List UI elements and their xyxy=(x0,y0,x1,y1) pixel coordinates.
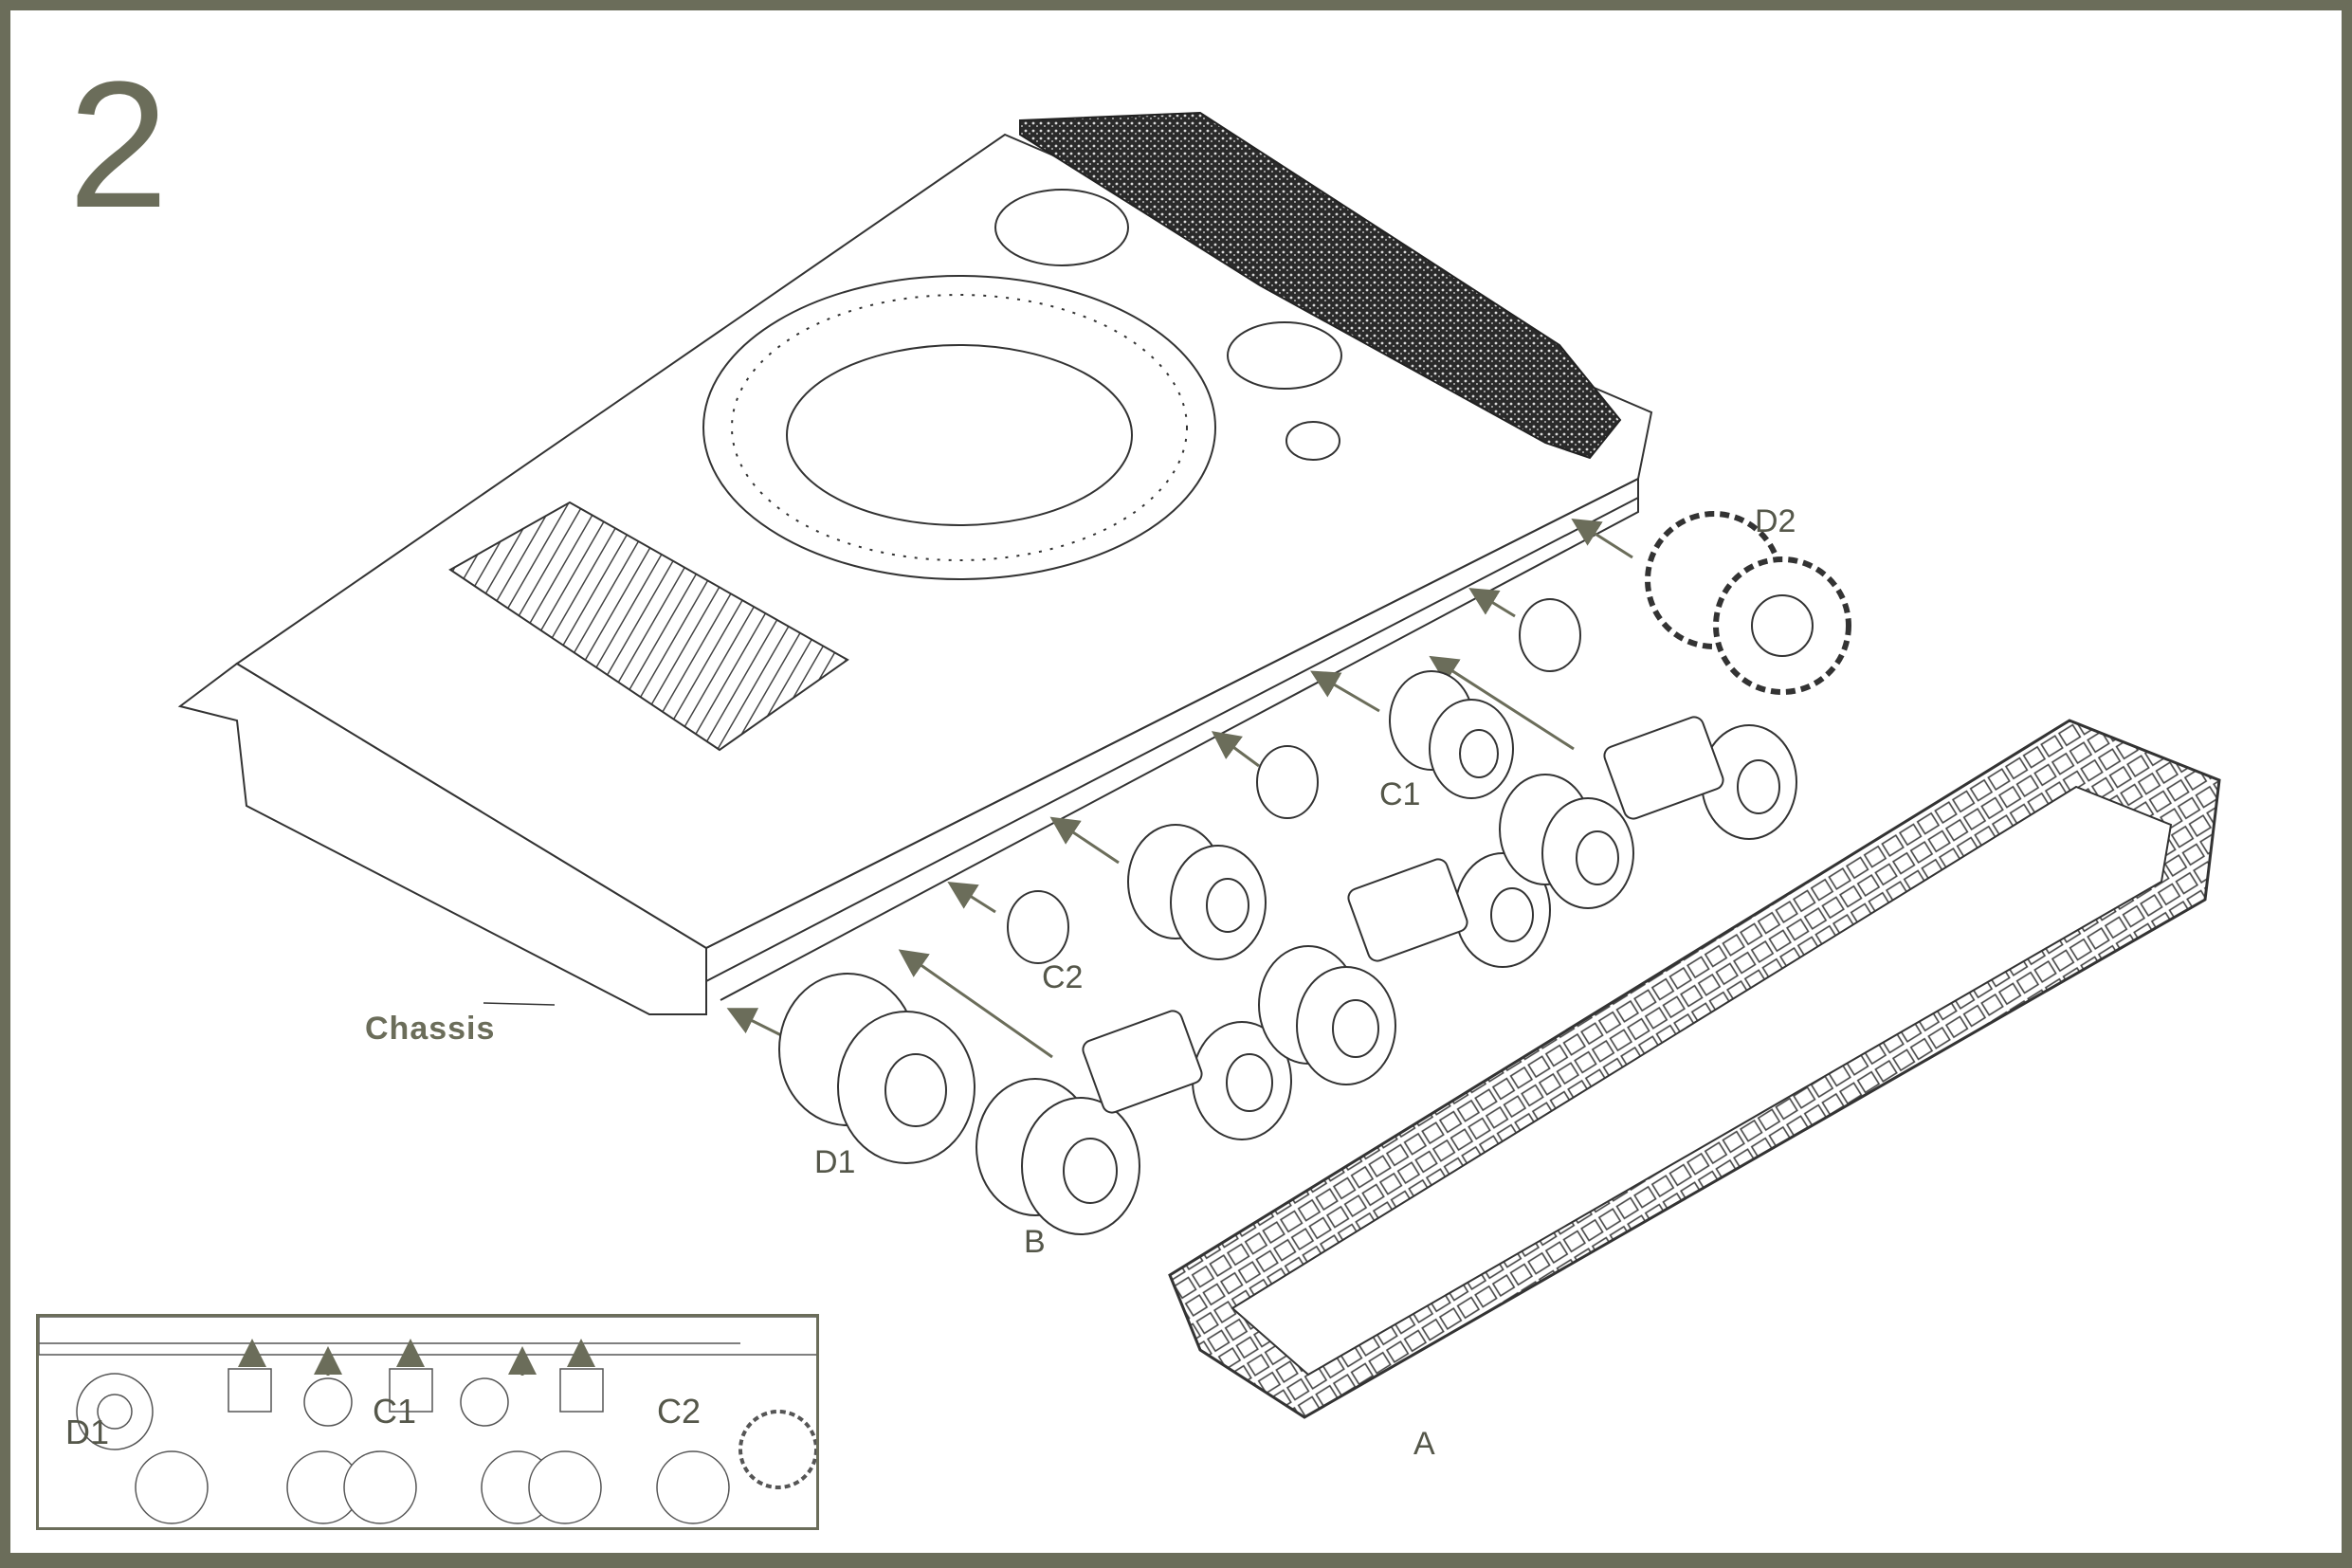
sprocket-d2 xyxy=(1645,511,1851,695)
label-c1: C1 xyxy=(1379,776,1421,812)
inset-label-c1: C1 xyxy=(373,1392,417,1431)
wheel-c2 xyxy=(1127,824,1267,960)
label-c2: C2 xyxy=(1042,959,1084,995)
step-number: 2 xyxy=(68,45,169,246)
label-d2: D2 xyxy=(1755,503,1796,539)
inset-label-c2: C2 xyxy=(657,1392,702,1431)
label-a: A xyxy=(1413,1426,1435,1462)
chassis-leader-line xyxy=(483,1002,556,1006)
arrows xyxy=(726,518,1633,1059)
label-b: B xyxy=(1024,1224,1046,1260)
engine-grille xyxy=(448,501,849,752)
inset-label-d1: D1 xyxy=(65,1413,110,1451)
side-view-inset: D1 C1 C2 xyxy=(36,1314,819,1530)
camouflage-net xyxy=(1019,111,1622,460)
wheel-c1 xyxy=(1389,670,1514,799)
inset-drawing xyxy=(39,1317,816,1524)
track-a xyxy=(1168,719,2221,1419)
chassis-hull xyxy=(177,111,1653,1015)
return-rollers xyxy=(1007,598,1581,964)
wheel-d1 xyxy=(778,973,975,1164)
road-wheels xyxy=(778,511,1851,1235)
label-chassis: Chassis xyxy=(365,1011,496,1047)
bogie-units xyxy=(1082,716,1724,1114)
wheel-b xyxy=(975,1021,1292,1235)
turret-opening xyxy=(786,344,1133,526)
label-d1: D1 xyxy=(814,1144,856,1180)
